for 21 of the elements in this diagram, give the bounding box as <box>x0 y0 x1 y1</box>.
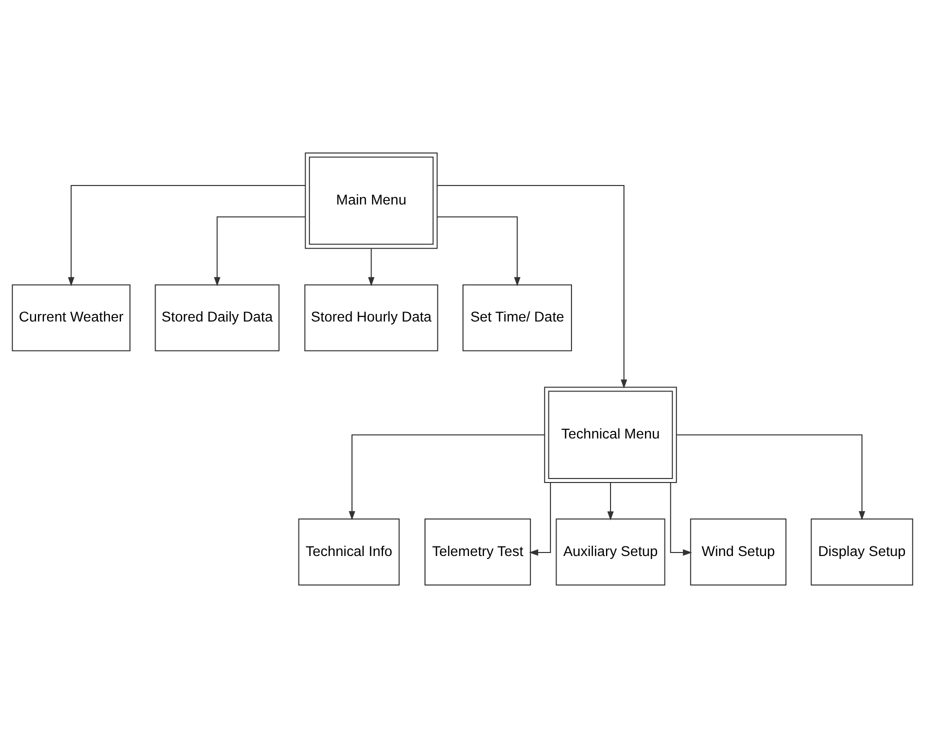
node-box: Current Weather <box>12 284 130 352</box>
node-box: Wind Setup <box>690 518 786 586</box>
node-box: Telemetry Test <box>424 518 531 586</box>
arrow <box>607 482 614 520</box>
arrow <box>68 185 306 286</box>
node-box: Display Setup <box>810 518 914 586</box>
arrow <box>348 434 545 520</box>
arrow <box>437 216 520 286</box>
arrow <box>214 216 305 286</box>
arrow <box>529 482 551 556</box>
arrow <box>437 185 628 389</box>
node-box: Stored Hourly Data <box>304 284 438 352</box>
arrow <box>676 434 866 520</box>
node-box: Main Menu <box>304 152 438 249</box>
arrow <box>670 482 692 556</box>
node-box: Set Time/ Date <box>462 284 572 352</box>
node-box: Technical Menu <box>544 386 677 484</box>
arrow <box>368 248 374 286</box>
node-box: Auxiliary Setup <box>556 518 666 586</box>
node-box: Stored Daily Data <box>154 284 280 352</box>
node-box: Technical Info <box>298 518 400 586</box>
